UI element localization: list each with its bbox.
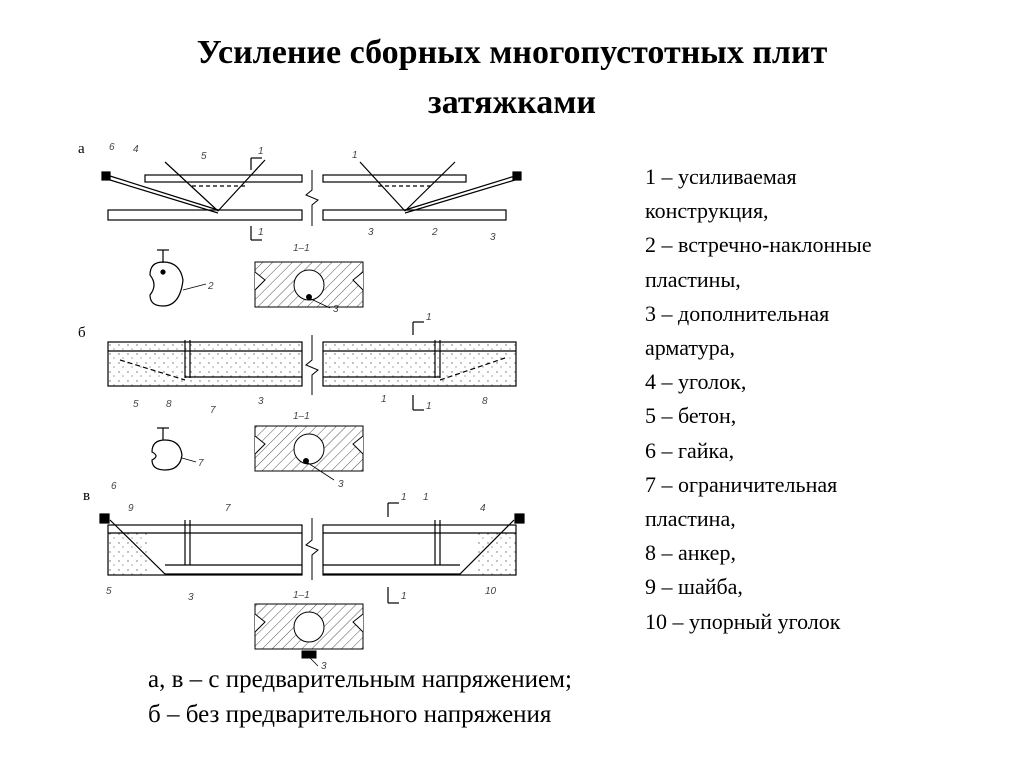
svg-text:4: 4 [133, 144, 139, 155]
reinforcement-diagram: а 6 4 5 1 1 3 2 3 1 2 3 1–1 [78, 141, 525, 672]
section-a-break [305, 170, 319, 226]
svg-text:1: 1 [352, 150, 358, 161]
section-b-detail-plate [151, 427, 197, 471]
svg-text:9: 9 [128, 503, 134, 514]
svg-text:3: 3 [368, 227, 374, 238]
svg-text:5: 5 [133, 399, 139, 410]
legend-item: 7 – ограничительная [645, 471, 838, 497]
svg-text:5: 5 [106, 586, 112, 597]
svg-text:1: 1 [423, 492, 429, 503]
legend-item: 4 – уголок, [645, 369, 747, 395]
section-a-callouts: 6 4 5 1 1 3 2 3 1 2 3 [109, 142, 496, 315]
page-title-line-2: затяжками [428, 84, 596, 121]
section-cut-a: 1–1 [293, 243, 310, 254]
notes: а, в – с предварительным напряжением; б … [148, 662, 572, 732]
section-a-cross-section [254, 261, 364, 309]
svg-text:8: 8 [166, 399, 172, 410]
svg-text:1: 1 [401, 492, 407, 503]
svg-text:7: 7 [210, 405, 216, 416]
note-non-prestressed: б – без предварительного напряжения [148, 701, 552, 728]
svg-text:3: 3 [258, 396, 264, 407]
legend-item: 5 – бетон, [645, 403, 737, 429]
section-label-b: б [78, 325, 86, 341]
svg-text:3: 3 [490, 232, 496, 243]
section-cut-b: 1–1 [293, 411, 310, 422]
section-cut-v: 1–1 [293, 590, 310, 601]
section-v-break [305, 518, 319, 580]
svg-text:3: 3 [333, 304, 339, 315]
legend-item: 8 – анкер, [645, 540, 736, 566]
svg-text:5: 5 [201, 151, 207, 162]
legend-item: пластины, [645, 266, 741, 292]
legend-item: 3 – дополнительная [645, 300, 830, 326]
legend-item: 1 – усиливаемая [645, 164, 797, 189]
section-b-cross-section [254, 425, 364, 481]
legend-item: 2 – встречно-наклонные [645, 232, 872, 258]
section-b-elevation [107, 321, 517, 411]
section-a-elevation [101, 157, 522, 241]
svg-text:10: 10 [485, 586, 497, 597]
legend-item: 6 – гайка, [645, 437, 735, 463]
legend: 1 – усиливаемая конструкция, 2 – встречн… [645, 160, 975, 639]
section-v-callouts: 6 9 7 1 1 4 5 3 10 1 3 [106, 481, 497, 672]
note-prestressed: а, в – с предварительным напряжением; [148, 666, 572, 693]
section-b-break [305, 335, 319, 395]
svg-text:1: 1 [401, 591, 407, 602]
svg-text:1: 1 [381, 394, 387, 405]
section-label-a: а [78, 141, 85, 157]
section-b-callouts: 1 5 8 7 3 1 8 1 7 3 [133, 312, 488, 490]
svg-text:4: 4 [480, 503, 486, 514]
svg-text:8: 8 [482, 396, 488, 407]
svg-text:1: 1 [258, 146, 264, 157]
svg-text:3: 3 [188, 592, 194, 603]
legend-item: пластина, [645, 506, 736, 532]
section-v-cross-section [254, 603, 364, 667]
svg-text:1: 1 [426, 312, 432, 323]
section-a-detail-plate [149, 249, 207, 307]
legend-item: конструкция, [645, 198, 769, 224]
svg-text:2: 2 [207, 281, 214, 292]
svg-text:3: 3 [321, 661, 327, 672]
legend-item: 10 – упорный уголок [645, 608, 841, 634]
page-title-line-1: Усиление сборных многопустотных плит [196, 34, 828, 71]
section-label-v: в [83, 488, 90, 504]
svg-text:7: 7 [225, 503, 231, 514]
section-v-elevation [99, 502, 525, 604]
svg-text:6: 6 [109, 142, 115, 153]
svg-text:7: 7 [198, 458, 204, 469]
legend-item: 9 – шайба, [645, 574, 743, 600]
svg-text:6: 6 [111, 481, 117, 492]
svg-text:1: 1 [258, 227, 264, 238]
svg-text:2: 2 [431, 227, 438, 238]
legend-item: арматура, [645, 335, 735, 361]
svg-text:1: 1 [426, 401, 432, 412]
svg-text:3: 3 [338, 479, 344, 490]
